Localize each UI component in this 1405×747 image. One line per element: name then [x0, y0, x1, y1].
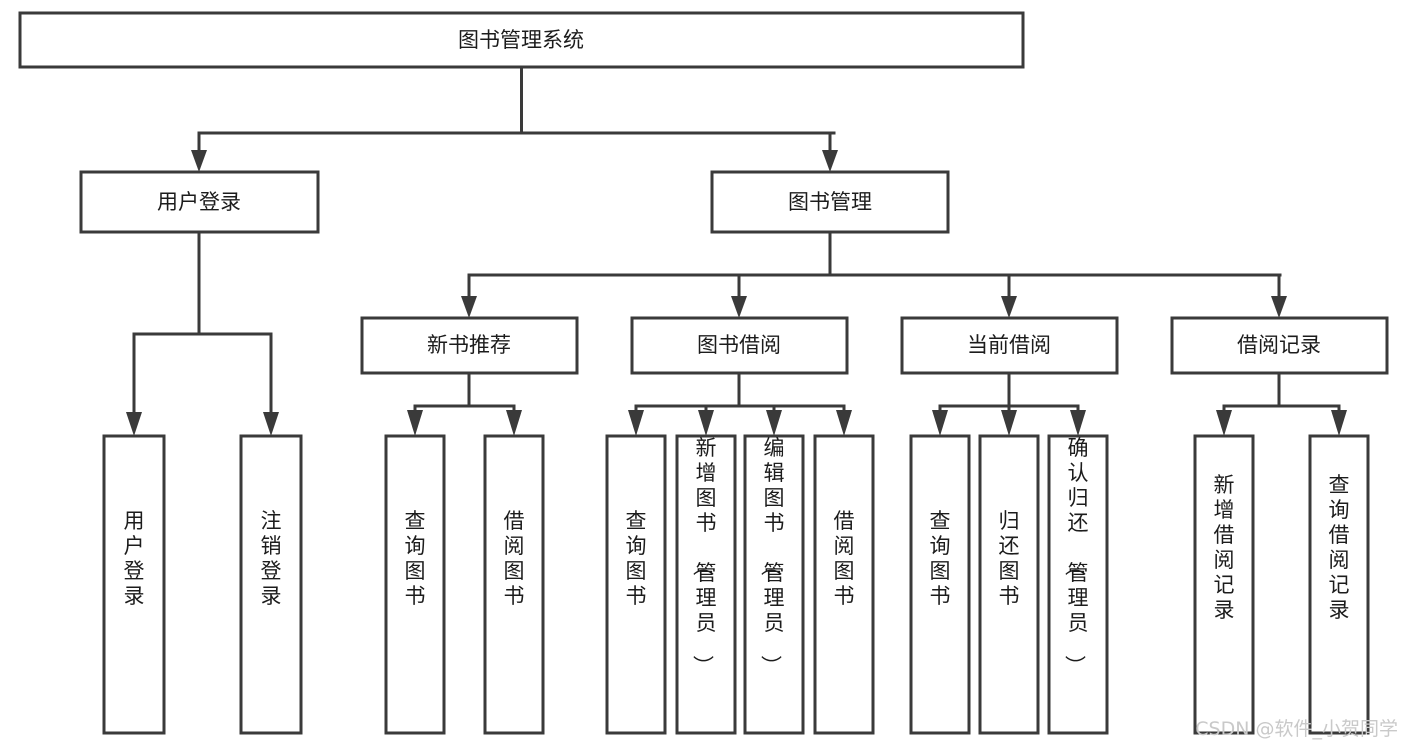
node-book-borrow[interactable]: 图书借阅	[630, 316, 849, 375]
leaf-current-borrow-query[interactable]: 查询图书	[909, 434, 971, 735]
leaf-user-login-logout-box[interactable]	[239, 434, 303, 735]
leaf-current-borrow-return-box[interactable]	[978, 434, 1040, 735]
arrowhead-nb-leaf-2	[506, 410, 522, 436]
node-root-box[interactable]	[18, 11, 1025, 69]
node-book-management[interactable]: 图书管理	[710, 170, 950, 234]
arrowhead-bb-leaf-1	[628, 410, 644, 436]
leaf-book-borrow-borrow-label: 借阅图书	[834, 509, 855, 608]
arrowhead-nb-leaf-1	[407, 410, 423, 436]
node-borrow-record-box[interactable]	[1170, 316, 1389, 375]
node-user-login-box[interactable]	[79, 170, 320, 234]
leaf-user-login-logout-label: 注销登录	[261, 509, 282, 608]
node-book-borrow-box[interactable]	[630, 316, 849, 375]
arrowhead-cb-leaf-2	[1001, 410, 1017, 436]
leaf-new-book-query-label: 查询图书	[405, 509, 426, 608]
leaf-user-login-login-box[interactable]	[102, 434, 166, 735]
node-new-book-recommend[interactable]: 新书推荐	[360, 316, 579, 375]
leaf-borrow-record-query-box[interactable]	[1308, 434, 1370, 735]
node-borrow-record-label: 借阅记录	[1237, 333, 1321, 357]
leaf-book-borrow-edit-box[interactable]	[743, 434, 805, 735]
node-new-book-recommend-label: 新书推荐	[427, 333, 511, 357]
arrowhead-current-borrow	[1001, 296, 1017, 318]
arrowhead-leaf-user-login	[126, 412, 142, 436]
arrowhead-br-leaf-2	[1331, 410, 1347, 436]
leaf-current-borrow-confirm-label: 确认归还（管理员）	[1063, 436, 1089, 676]
node-current-borrow-box[interactable]	[900, 316, 1119, 375]
leaf-borrow-record-query-label: 查询借阅记录	[1329, 473, 1350, 622]
leaf-book-borrow-borrow[interactable]: 借阅图书	[813, 434, 875, 735]
node-book-borrow-label: 图书借阅	[697, 333, 781, 357]
leaf-current-borrow-query-box[interactable]	[909, 434, 971, 735]
leaf-book-borrow-edit[interactable]: 编辑图书（管理员）	[743, 434, 805, 735]
leaf-book-borrow-add-box[interactable]	[675, 434, 737, 735]
leaf-book-borrow-query-label: 查询图书	[626, 509, 647, 608]
connector-group	[126, 65, 1347, 436]
node-book-management-label: 图书管理	[788, 190, 872, 214]
arrowhead-bb-leaf-3	[766, 410, 782, 436]
arrowhead-bb-leaf-4	[836, 410, 852, 436]
arrowhead-book-manage	[822, 150, 838, 172]
leaf-book-borrow-query[interactable]: 查询图书	[605, 434, 667, 735]
node-root-book-management-system[interactable]: 图书管理系统	[18, 11, 1025, 69]
node-root-label: 图书管理系统	[458, 28, 584, 52]
node-borrow-record[interactable]: 借阅记录	[1170, 316, 1389, 375]
node-user-login-label: 用户登录	[157, 190, 241, 214]
node-user-login[interactable]: 用户登录	[79, 170, 320, 234]
csdn-watermark: CSDN @软件_小贺同学	[1195, 718, 1398, 740]
leaf-current-borrow-confirm-box[interactable]	[1047, 434, 1109, 735]
arrowhead-cb-leaf-1	[932, 410, 948, 436]
leaf-current-borrow-query-label: 查询图书	[930, 509, 951, 608]
arrowhead-new-book	[461, 296, 477, 318]
leaf-book-borrow-query-box[interactable]	[605, 434, 667, 735]
leaf-new-book-borrow[interactable]: 借阅图书	[483, 434, 545, 735]
leaf-current-borrow-confirm[interactable]: 确认归还（管理员）	[1047, 434, 1109, 735]
leaf-new-book-borrow-label: 借阅图书	[504, 509, 525, 608]
arrowhead-br-leaf-1	[1216, 410, 1232, 436]
node-new-book-recommend-box[interactable]	[360, 316, 579, 375]
leaf-borrow-record-query[interactable]: 查询借阅记录	[1308, 434, 1370, 735]
leaf-book-borrow-add[interactable]: 新增图书（管理员）	[675, 434, 737, 735]
leaf-new-book-borrow-box[interactable]	[483, 434, 545, 735]
leaf-book-borrow-add-label: 新增图书（管理员）	[691, 436, 717, 676]
leaf-book-borrow-borrow-box[interactable]	[813, 434, 875, 735]
leaf-current-borrow-return[interactable]: 归还图书	[978, 434, 1040, 735]
node-current-borrow-label: 当前借阅	[967, 333, 1051, 357]
leaf-current-borrow-return-label: 归还图书	[999, 509, 1020, 608]
leaf-user-login-login-label: 用户登录	[124, 509, 145, 608]
arrowhead-book-borrow	[731, 296, 747, 318]
leaf-book-borrow-edit-label: 编辑图书（管理员）	[759, 436, 785, 676]
leaf-borrow-record-add-label: 新增借阅记录	[1214, 473, 1235, 622]
arrowhead-user-login	[191, 150, 207, 172]
leaf-new-book-query-box[interactable]	[384, 434, 446, 735]
arrowhead-borrow-record	[1271, 296, 1287, 318]
leaf-user-login-logout[interactable]: 注销登录	[239, 434, 303, 735]
leaf-borrow-record-add-box[interactable]	[1193, 434, 1255, 735]
arrowhead-leaf-logout	[263, 412, 279, 436]
leaf-borrow-record-add[interactable]: 新增借阅记录	[1193, 434, 1255, 735]
node-current-borrow[interactable]: 当前借阅	[900, 316, 1119, 375]
arrowhead-cb-leaf-3	[1070, 410, 1086, 436]
leaf-user-login-login[interactable]: 用户登录	[102, 434, 166, 735]
leaf-new-book-query[interactable]: 查询图书	[384, 434, 446, 735]
node-book-management-box[interactable]	[710, 170, 950, 234]
arrowhead-bb-leaf-2	[698, 410, 714, 436]
